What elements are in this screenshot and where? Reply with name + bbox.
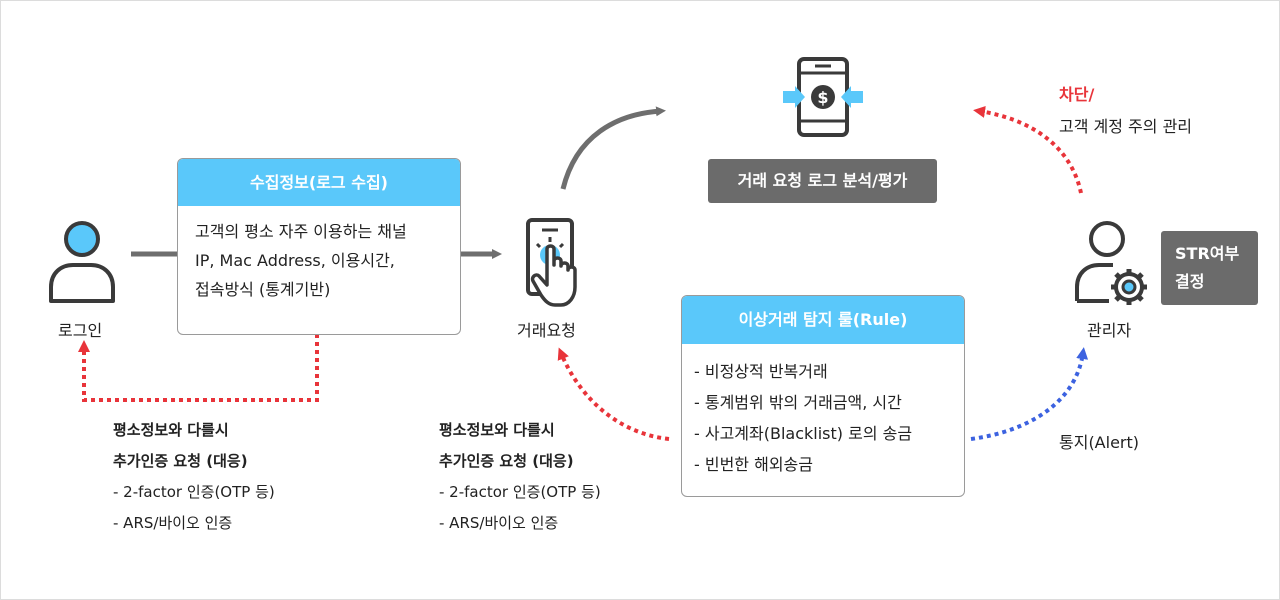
login-label: 로그인 (58, 321, 103, 340)
admin-to-block-red-arrow (973, 105, 1083, 194)
note-heading: 평소정보와 다를시 (439, 421, 555, 439)
note-heading: 추가인증 요청 (대응) (439, 452, 574, 470)
phone-tap-icon (526, 218, 577, 307)
collect-info-line: 접속방식 (통계기반) (195, 280, 331, 299)
block-note-title: 차단/ (1059, 85, 1095, 104)
transaction-to-analysis-arrow (560, 106, 666, 190)
rule-card-title: 이상거래 탐지 룰(Rule) (682, 296, 964, 344)
str-line: STR여부 (1175, 244, 1240, 263)
block-note-subtitle: 고객 계정 주의 관리 (1059, 117, 1193, 136)
rule-item: - 통계범위 밖의 거래금액, 시간 (694, 393, 902, 412)
admin-label: 관리자 (1087, 321, 1132, 340)
str-decision-box: STR여부 결정 (1161, 231, 1258, 305)
analysis-box: 거래 요청 로그 분석/평가 (708, 159, 937, 203)
transaction-label: 거래요청 (517, 321, 576, 340)
rule-to-admin-blue-arrow (970, 347, 1089, 441)
rule-card: 이상거래 탐지 룰(Rule) - 비정상적 반복거래 - 통계범위 밖의 거래… (681, 295, 965, 497)
alert-note: 통지(Alert) (1059, 433, 1140, 452)
note-item: - 2-factor 인증(OTP 등) (113, 483, 275, 501)
phone-dollar-icon: $ (783, 57, 863, 137)
admin-gear-icon (1075, 221, 1147, 305)
user-icon (49, 221, 115, 303)
card-to-login-red-arrow (78, 334, 319, 402)
note-heading: 평소정보와 다를시 (113, 421, 229, 439)
note-heading: 추가인증 요청 (대응) (113, 452, 248, 470)
collect-info-line: 고객의 평소 자주 이용하는 채널 (195, 222, 407, 241)
svg-text:$: $ (817, 88, 828, 107)
note-item: - ARS/바이오 인증 (113, 514, 233, 532)
collect-info-body: 고객의 평소 자주 이용하는 채널 IP, Mac Address, 이용시간,… (178, 206, 460, 304)
rule-to-transaction-red-arrow (557, 347, 670, 441)
collect-info-card: 수집정보(로그 수집) 고객의 평소 자주 이용하는 채널 IP, Mac Ad… (177, 158, 461, 335)
rule-card-body: - 비정상적 반복거래 - 통계범위 밖의 거래금액, 시간 - 사고계좌(Bl… (682, 344, 964, 480)
note-item: - 2-factor 인증(OTP 등) (439, 483, 601, 501)
str-line: 결정 (1175, 272, 1205, 291)
rule-item: - 빈번한 해외송금 (694, 455, 813, 474)
note-item: - ARS/바이오 인증 (439, 514, 559, 532)
rule-item: - 사고계좌(Blacklist) 로의 송금 (694, 424, 913, 443)
left-auth-note: 평소정보와 다를시 추가인증 요청 (대응) - 2-factor 인증(OTP… (113, 415, 275, 539)
collect-info-title: 수집정보(로그 수집) (178, 159, 460, 206)
collect-info-line: IP, Mac Address, 이용시간, (195, 251, 395, 270)
middle-auth-note: 평소정보와 다를시 추가인증 요청 (대응) - 2-factor 인증(OTP… (439, 415, 601, 539)
rule-item: - 비정상적 반복거래 (694, 362, 828, 381)
